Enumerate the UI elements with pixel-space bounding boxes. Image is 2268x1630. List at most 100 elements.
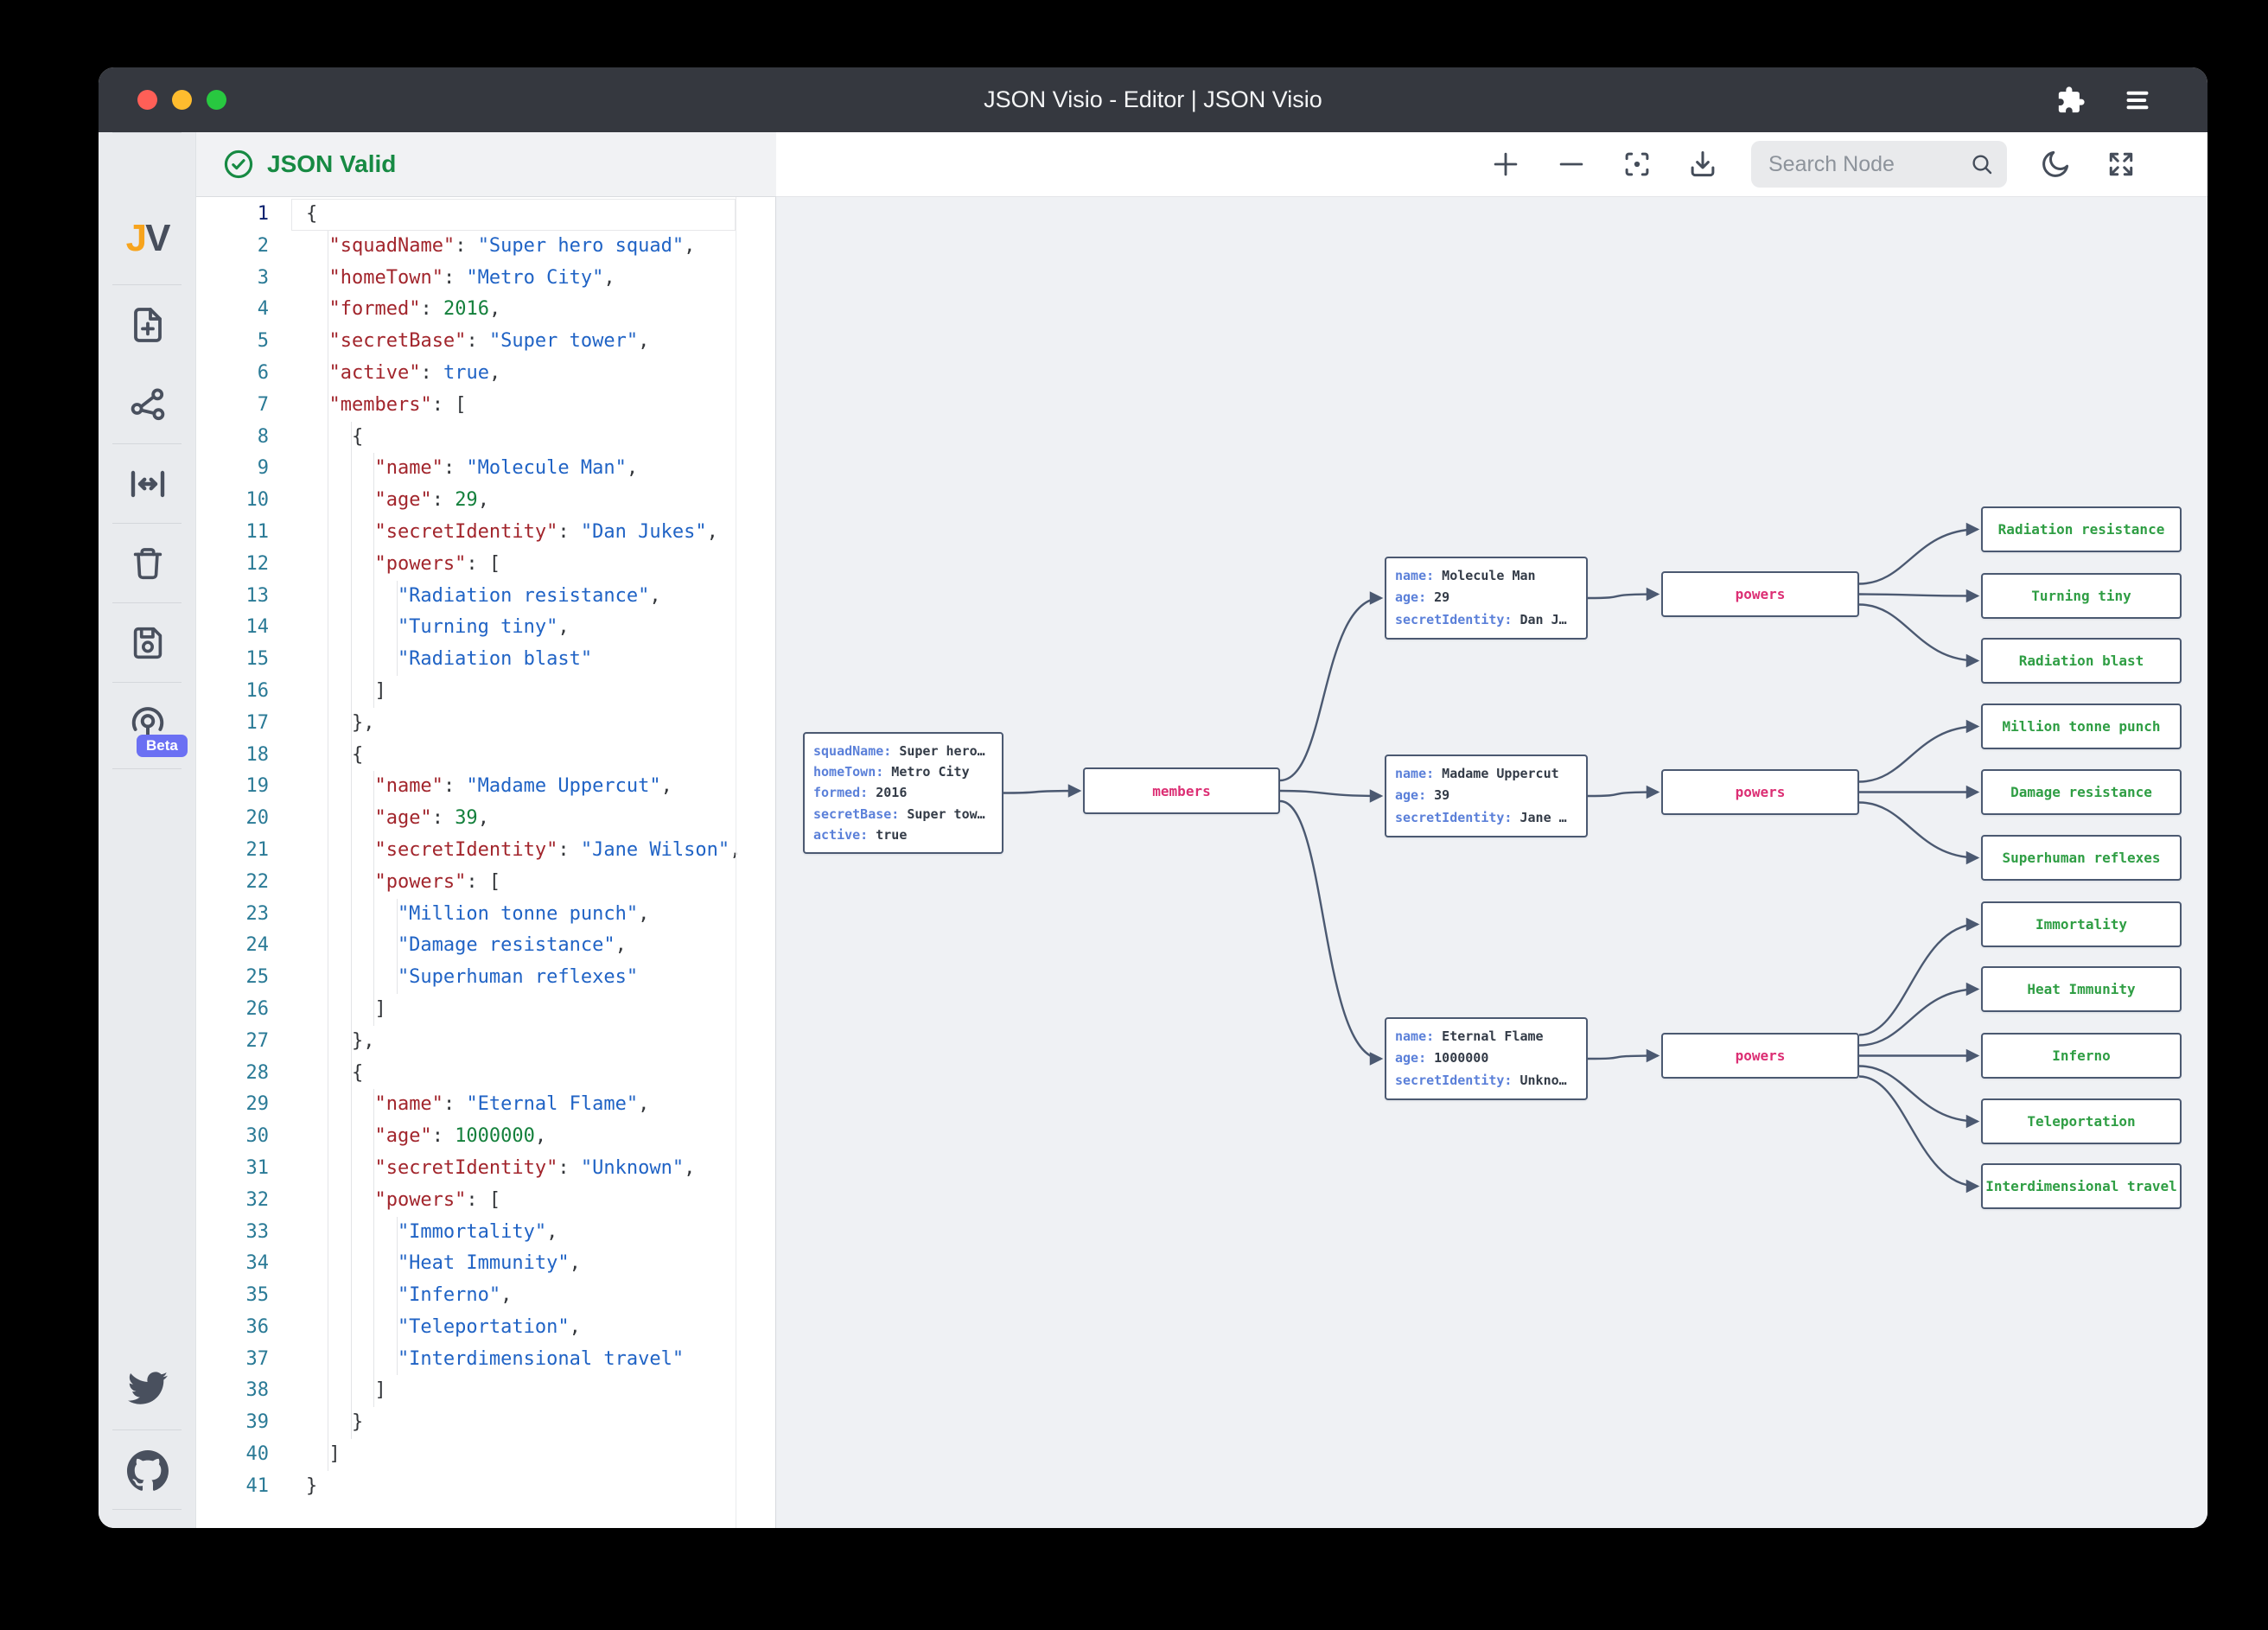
divider xyxy=(112,1429,182,1430)
maximize-button[interactable] xyxy=(207,90,226,110)
code-line: 16] xyxy=(196,675,775,708)
twitter-icon[interactable] xyxy=(124,1365,170,1410)
fit-width-icon[interactable] xyxy=(124,461,170,506)
zoom-in-button[interactable] xyxy=(1488,147,1523,181)
graph-node-l9[interactable]: Teleportation xyxy=(1981,1098,2182,1144)
share-graph-icon[interactable] xyxy=(124,381,170,427)
code-line: 18{ xyxy=(196,739,775,772)
code-line: 4"formed": 2016, xyxy=(196,294,775,327)
code-line: 40] xyxy=(196,1439,775,1471)
code-line: 17}, xyxy=(196,707,775,740)
json-code-editor[interactable]: 1{2"squadName": "Super hero squad",3"hom… xyxy=(196,197,776,1528)
code-line: 37"Interdimensional travel" xyxy=(196,1343,775,1376)
graph-canvas[interactable]: squadName: Super hero…homeTown: Metro Ci… xyxy=(776,197,2207,1528)
github-icon[interactable] xyxy=(124,1448,170,1493)
extension-puzzle-icon[interactable] xyxy=(2054,83,2088,118)
graph-edge xyxy=(1858,603,1980,668)
code-line: 9"name": "Molecule Man", xyxy=(196,453,775,486)
code-line: 11"secretIdentity": "Dan Jukes", xyxy=(196,516,775,549)
graph-node-p3[interactable]: powers xyxy=(1661,1033,1859,1079)
graph-node-l6[interactable]: Immortality xyxy=(1981,901,2182,947)
graph-edge xyxy=(1858,1075,1980,1194)
graph-node-l2[interactable]: Radiation blast xyxy=(1981,638,2182,684)
code-line: 3"homeTown": "Metro City", xyxy=(196,262,775,295)
graph-edge xyxy=(1858,1065,1980,1129)
code-line: 32"powers": [ xyxy=(196,1184,775,1217)
center-focus-button[interactable] xyxy=(1620,147,1654,181)
graph-node-l0[interactable]: Radiation resistance xyxy=(1981,506,2182,552)
graph-node-l5[interactable]: Superhuman reflexes xyxy=(1981,835,2182,881)
graph-edge xyxy=(1279,789,1384,803)
code-line: 30"age": 1000000, xyxy=(196,1121,775,1153)
code-line: 31"secretIdentity": "Unknown", xyxy=(196,1152,775,1185)
code-line: 22"powers": [ xyxy=(196,866,775,899)
code-line: 19"name": "Madame Uppercut", xyxy=(196,771,775,804)
editor-header: JSON Valid xyxy=(196,132,776,197)
close-button[interactable] xyxy=(137,90,157,110)
code-line: 27}, xyxy=(196,1025,775,1058)
graph-node-l10[interactable]: Interdimensional travel xyxy=(1981,1163,2182,1209)
json-valid-status: JSON Valid xyxy=(267,150,397,177)
app-logo[interactable]: JV xyxy=(125,217,171,259)
code-line: 38] xyxy=(196,1375,775,1408)
graph-edge xyxy=(1858,589,1980,603)
graph-node-l3[interactable]: Million tonne punch xyxy=(1981,704,2182,749)
fullscreen-button[interactable] xyxy=(2104,147,2138,181)
delete-trash-icon[interactable] xyxy=(124,540,170,586)
code-line: 23"Million tonne punch", xyxy=(196,898,775,931)
graph-node-p1[interactable]: powers xyxy=(1661,571,1859,617)
search-input[interactable] xyxy=(1768,151,1969,177)
search-box[interactable] xyxy=(1751,141,2007,188)
graph-edge xyxy=(1587,587,1660,602)
graph-node-l8[interactable]: Inferno xyxy=(1981,1033,2182,1079)
check-circle-icon xyxy=(224,150,253,179)
code-line: 12"powers": [ xyxy=(196,548,775,581)
graph-node-members[interactable]: members xyxy=(1083,767,1280,814)
graph-node-l7[interactable]: Heat Immunity xyxy=(1981,966,2182,1012)
graph-edge xyxy=(1279,799,1384,1066)
dark-mode-moon-button[interactable] xyxy=(2038,147,2073,181)
graph-edge xyxy=(1279,591,1384,782)
minimize-button[interactable] xyxy=(172,90,192,110)
code-line: 41} xyxy=(245,1474,318,1497)
code-line: 13"Radiation resistance", xyxy=(196,580,775,613)
code-line: 35"Inferno", xyxy=(196,1280,775,1312)
patreon-icon[interactable] xyxy=(124,1525,170,1528)
divider xyxy=(112,602,182,603)
app-window: JSON Visio - Editor | JSON Visio JV xyxy=(99,67,2207,1528)
code-line: 14"Turning tiny", xyxy=(196,612,775,645)
zoom-out-button[interactable] xyxy=(1554,147,1589,181)
menu-hamburger-icon[interactable] xyxy=(2120,83,2155,118)
graph-node-p2[interactable]: powers xyxy=(1661,769,1859,815)
graph-edge xyxy=(1587,1048,1660,1063)
code-line: 29"name": "Eternal Flame", xyxy=(196,1089,775,1122)
code-line: 39} xyxy=(196,1407,775,1440)
divider xyxy=(112,284,182,285)
code-line: 8{ xyxy=(196,421,775,454)
graph-edge xyxy=(1858,522,1980,585)
graph-edge xyxy=(1587,785,1660,799)
code-line: 28{ xyxy=(196,1057,775,1090)
graph-edges xyxy=(1003,522,1980,1194)
graph-edge xyxy=(1858,801,1980,865)
code-line: 21"secretIdentity": "Jane Wilson", xyxy=(196,834,775,867)
graph-edge xyxy=(1858,982,1980,1047)
code-line: 15"Radiation blast" xyxy=(196,644,775,676)
code-line: 33"Immortality", xyxy=(196,1216,775,1249)
graph-node-root[interactable]: squadName: Super hero…homeTown: Metro Ci… xyxy=(803,732,1003,854)
graph-node-l1[interactable]: Turning tiny xyxy=(1981,573,2182,619)
graph-edge xyxy=(1858,719,1980,783)
divider xyxy=(112,1509,182,1510)
code-line: 2"squadName": "Super hero squad", xyxy=(196,230,775,263)
code-line: 7"members": [ xyxy=(196,389,775,422)
code-line: 6"active": true, xyxy=(196,357,775,390)
new-document-icon[interactable] xyxy=(124,302,170,347)
graph-node-l4[interactable]: Damage resistance xyxy=(1981,769,2182,815)
sidebar: JV Beta xyxy=(99,132,196,1528)
download-button[interactable] xyxy=(1685,147,1720,181)
save-floppy-icon[interactable] xyxy=(124,620,170,665)
code-line: 24"Damage resistance", xyxy=(196,930,775,963)
